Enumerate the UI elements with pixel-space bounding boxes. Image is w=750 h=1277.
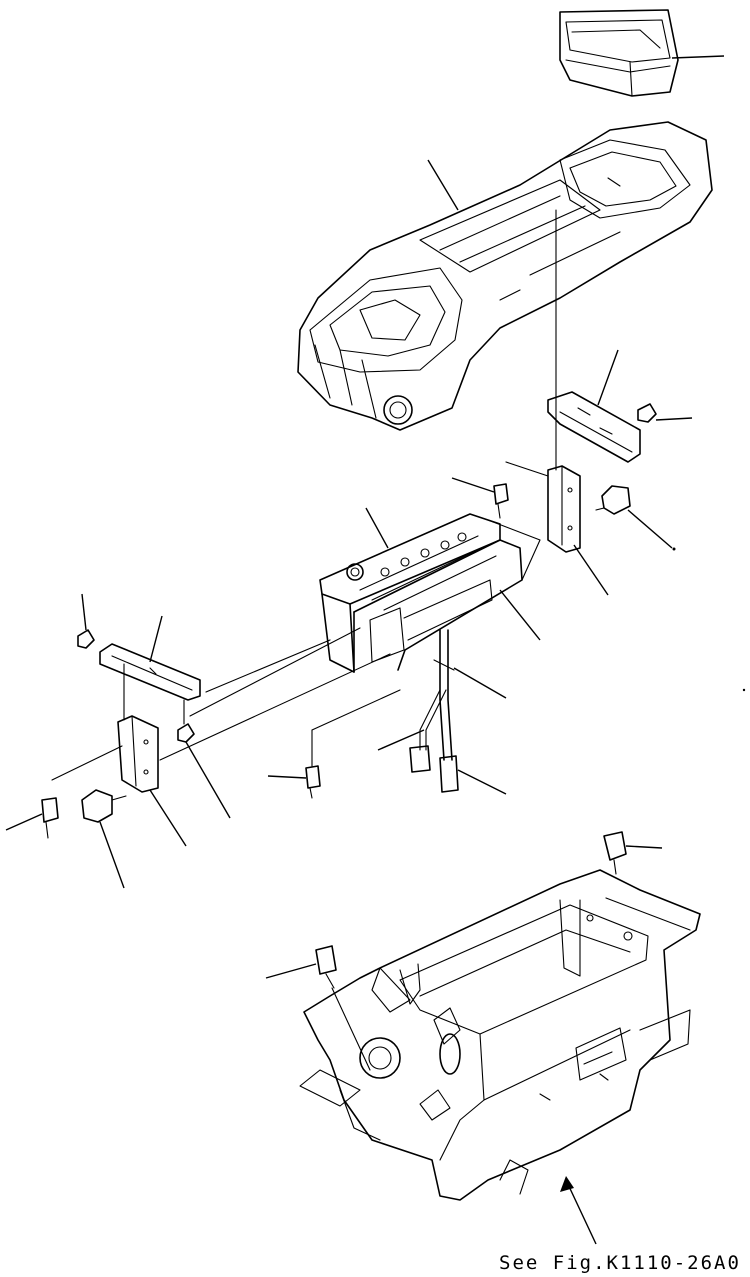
leader-line bbox=[427, 159, 459, 211]
part-cup-tray bbox=[559, 9, 679, 97]
leader-line bbox=[671, 55, 725, 59]
alignment-line bbox=[505, 461, 549, 477]
leader-line bbox=[365, 507, 389, 549]
leader-line bbox=[573, 544, 609, 596]
part-switch-panel bbox=[319, 513, 541, 673]
alignment-line bbox=[159, 653, 391, 761]
part-plate-right-vertical bbox=[547, 465, 581, 553]
leader-line bbox=[99, 821, 125, 889]
part-connector-right bbox=[595, 485, 631, 515]
leader-line bbox=[81, 593, 87, 631]
part-console-cover bbox=[297, 121, 713, 431]
part-bolt-left-large bbox=[81, 789, 127, 823]
reference-caption: See Fig.K1110-26A0 bbox=[499, 1252, 741, 1274]
alignment-line bbox=[311, 689, 401, 731]
alignment-line bbox=[205, 639, 331, 693]
part-bolt-left bbox=[41, 797, 59, 839]
leader-line bbox=[377, 729, 425, 751]
reference-dot bbox=[742, 688, 746, 692]
part-bolt-center bbox=[305, 765, 321, 799]
leader-line bbox=[453, 667, 507, 699]
leader-line bbox=[149, 789, 187, 847]
part-clip-right bbox=[637, 403, 657, 423]
part-clip-left bbox=[77, 629, 95, 649]
leader-line bbox=[451, 477, 495, 493]
part-clip-lower bbox=[177, 723, 195, 743]
part-wire-harness bbox=[409, 629, 459, 793]
leader-line bbox=[625, 845, 663, 849]
leader-line bbox=[655, 417, 693, 421]
part-bolt-right bbox=[493, 483, 509, 519]
leader-line bbox=[499, 589, 541, 641]
part-bolt-frame-left bbox=[315, 945, 337, 989]
leader-line bbox=[597, 349, 619, 406]
part-bracket-right-upper bbox=[547, 391, 641, 463]
leader-line bbox=[627, 509, 673, 549]
reference-dot bbox=[672, 547, 676, 551]
alignment-line bbox=[189, 627, 361, 717]
alignment-line bbox=[331, 987, 371, 1071]
arrow-head-icon bbox=[560, 1176, 574, 1192]
leader-line bbox=[185, 741, 231, 819]
leader-line bbox=[265, 963, 317, 979]
leader-line bbox=[457, 769, 507, 795]
alignment-line bbox=[51, 745, 123, 781]
part-bracket-left-upper bbox=[99, 643, 201, 701]
part-plate-left-vertical bbox=[117, 715, 159, 793]
part-base-frame bbox=[299, 869, 701, 1201]
leader-line bbox=[267, 775, 307, 779]
part-bolt-frame-top bbox=[603, 831, 627, 875]
leader-line bbox=[149, 615, 163, 663]
leader-line bbox=[565, 1179, 597, 1245]
leader-line bbox=[5, 813, 43, 831]
